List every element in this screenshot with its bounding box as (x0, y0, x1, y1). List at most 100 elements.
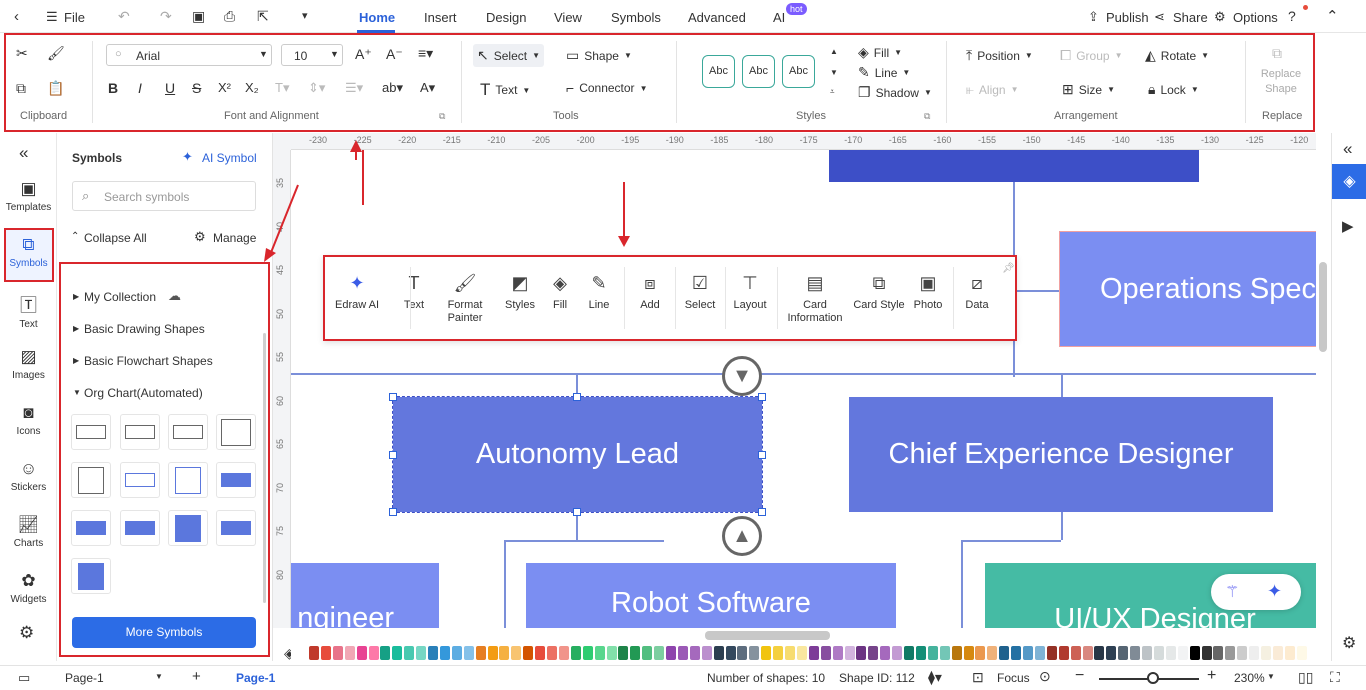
color-swatch[interactable] (773, 646, 784, 660)
color-swatch[interactable] (951, 646, 962, 660)
save-icon[interactable]: ▣ (192, 8, 206, 24)
redo-icon[interactable]: ↷ (160, 8, 172, 24)
color-swatch[interactable] (701, 646, 712, 660)
nav-icons[interactable]: ◙Icons (0, 403, 57, 437)
color-swatch[interactable] (368, 646, 379, 660)
color-swatch[interactable] (1106, 646, 1117, 660)
ftb-edraw-ai[interactable]: ✦Edraw AI (333, 271, 381, 312)
replace-shape-button[interactable]: Replace Shape (1260, 68, 1302, 95)
tab-ai[interactable]: AI (773, 10, 786, 25)
decrease-font-icon[interactable]: A⁻ (386, 46, 403, 62)
color-swatch[interactable] (785, 646, 795, 660)
category-basic-drawing[interactable]: Basic Drawing Shapes (84, 322, 205, 336)
add-page-icon[interactable]: + (192, 668, 201, 685)
lock-button[interactable]: 🔒︎ Lock▼ (1148, 81, 1199, 98)
tab-symbols[interactable]: Symbols (611, 10, 661, 25)
color-swatch[interactable] (570, 646, 581, 660)
color-swatch[interactable] (1118, 646, 1129, 660)
manage-button[interactable]: Manage (213, 231, 257, 245)
color-swatch[interactable] (963, 646, 974, 660)
export-icon[interactable]: ⇱ (257, 8, 269, 24)
ftb-styles[interactable]: ◩Styles (499, 271, 541, 312)
org-node-robot-software[interactable]: Robot Software (526, 563, 896, 628)
color-swatch[interactable] (630, 646, 641, 660)
shadow-button[interactable]: ❐ Shadow▼ (858, 84, 932, 101)
nav-stickers[interactable]: ☺Stickers (0, 459, 57, 493)
connector-tool-button[interactable]: ⌐ Connector▼ (566, 80, 647, 96)
color-swatch[interactable] (380, 646, 391, 660)
zoom-out-icon[interactable]: − (1075, 667, 1085, 684)
group-button[interactable]: ⧠ Group▼ (1060, 47, 1122, 64)
color-swatch[interactable] (832, 646, 843, 660)
color-swatch[interactable] (868, 646, 879, 660)
color-swatch[interactable] (1225, 646, 1236, 660)
share-icon[interactable]: ⋖ (1154, 9, 1165, 24)
color-swatch[interactable] (642, 646, 653, 660)
color-swatch[interactable] (1272, 646, 1283, 660)
color-swatch[interactable] (915, 646, 926, 660)
page-select[interactable]: Page-1 ▼ (55, 668, 170, 688)
color-swatch[interactable] (416, 646, 427, 660)
color-swatch[interactable] (820, 646, 831, 660)
align-icon[interactable]: ≡▾ (418, 45, 434, 61)
symbol-thumbnail[interactable] (168, 462, 208, 498)
publish-icon[interactable]: ⇪ (1088, 9, 1099, 24)
color-swatch[interactable] (606, 646, 617, 660)
settings-gear-icon[interactable]: ⚙ (19, 623, 35, 642)
search-symbols-input[interactable]: ⌕ Search symbols (72, 181, 256, 211)
color-swatch[interactable] (1249, 646, 1260, 660)
italic-icon[interactable]: I (138, 80, 142, 96)
symbol-thumbnail[interactable] (120, 462, 160, 498)
color-swatch[interactable] (1082, 646, 1093, 660)
help-icon[interactable]: ? (1288, 8, 1296, 24)
expand-branch-icon[interactable]: ▲ (722, 516, 762, 556)
color-swatch[interactable] (856, 646, 867, 660)
resize-handle[interactable] (389, 393, 397, 401)
color-swatch[interactable] (547, 646, 557, 660)
styles-scroll-up-icon[interactable]: ▲ (830, 47, 838, 56)
color-swatch[interactable] (1046, 646, 1057, 660)
color-swatch[interactable] (1153, 646, 1164, 660)
expand-right-panel-icon[interactable]: « (1343, 139, 1353, 158)
symbol-thumbnail[interactable] (216, 414, 256, 450)
symbol-thumbnail[interactable] (120, 510, 160, 546)
ftb-layout[interactable]: ⊤Layout (729, 271, 771, 312)
paste-icon[interactable]: 📋 (47, 80, 65, 96)
category-my-collection[interactable]: My Collection (84, 290, 157, 304)
publish-button[interactable]: Publish (1106, 10, 1149, 25)
color-swatch[interactable] (725, 646, 736, 660)
color-swatch[interactable] (392, 646, 403, 660)
symbol-thumbnail[interactable] (216, 510, 256, 546)
shape-tool-button[interactable]: ▭ Shape▼ (566, 47, 632, 64)
color-swatch[interactable] (999, 646, 1010, 660)
tab-advanced[interactable]: Advanced (688, 10, 746, 25)
font-family-select[interactable]: ○ Arial ▼ (106, 44, 272, 66)
color-swatch[interactable] (1296, 646, 1307, 660)
color-swatch[interactable] (618, 646, 629, 660)
color-swatch[interactable] (844, 646, 855, 660)
font-size-select[interactable]: 10 ▼ (281, 44, 343, 66)
color-swatch[interactable] (582, 646, 593, 660)
layers-icon[interactable]: ⧫▾ (928, 669, 942, 685)
color-swatch[interactable] (404, 646, 415, 660)
book-view-icon[interactable]: ▯▯ (1298, 669, 1314, 685)
color-swatch[interactable] (892, 646, 903, 660)
styles-expand-icon[interactable]: ⩡ (830, 87, 835, 96)
color-swatch[interactable] (463, 646, 474, 660)
org-node-top[interactable] (829, 150, 1199, 182)
nav-images[interactable]: ▨Images (0, 347, 57, 381)
color-swatch[interactable] (927, 646, 938, 660)
color-swatch[interactable] (975, 646, 986, 660)
settings-gear-icon[interactable]: ⚙ (1342, 635, 1357, 652)
copy-icon[interactable]: ⧉ (16, 80, 26, 96)
color-swatch[interactable] (904, 646, 914, 660)
color-swatch[interactable] (654, 646, 665, 660)
color-swatch[interactable] (1177, 646, 1188, 660)
diagram-canvas[interactable]: Operations Spec Autonomy Lead Chief Expe… (291, 150, 1316, 628)
ftb-fill[interactable]: ◈Fill (543, 271, 577, 312)
color-swatch[interactable] (1058, 646, 1069, 660)
zoom-slider-handle[interactable] (1147, 672, 1159, 684)
color-swatch[interactable] (1165, 646, 1176, 660)
symbol-thumbnail[interactable] (71, 510, 111, 546)
replace-shape-icon[interactable]: ⧉ (1272, 45, 1282, 61)
